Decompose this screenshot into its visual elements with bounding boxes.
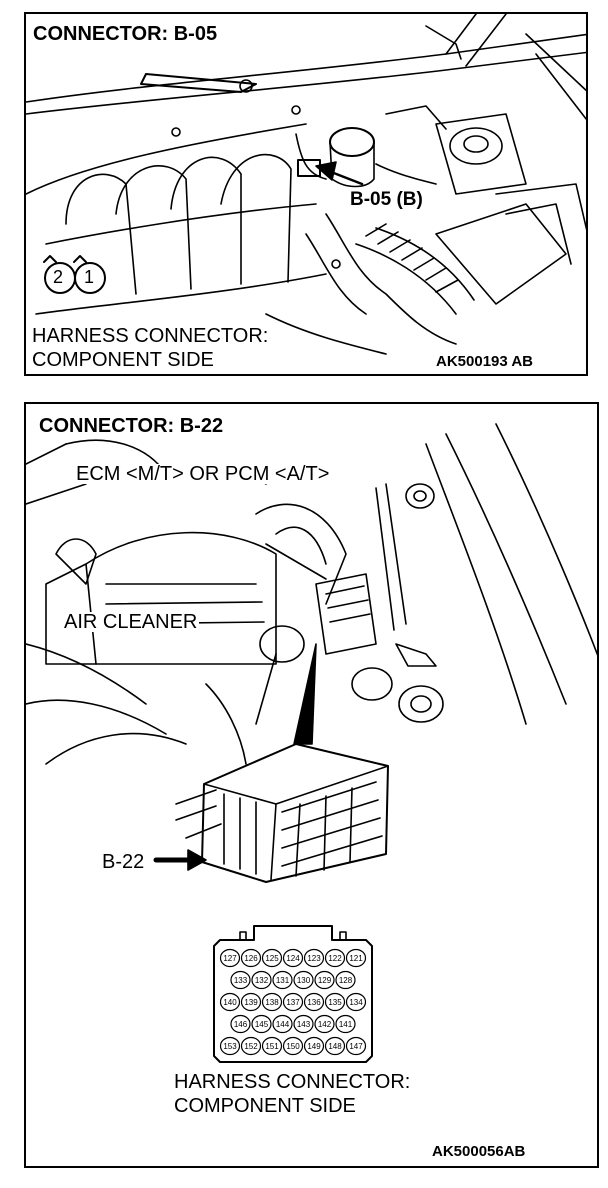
- pin-number: 138: [265, 998, 279, 1007]
- pin-circle: [240, 992, 262, 1012]
- pin-circle: [230, 1014, 251, 1034]
- air-cleaner-label: AIR CLEANER: [62, 611, 200, 633]
- harness-side-line1: HARNESS CONNECTOR:: [172, 1071, 413, 1093]
- pin-number: 148: [328, 1042, 342, 1051]
- pin-circle: [324, 948, 346, 968]
- pin-number: 128: [339, 976, 353, 985]
- pin-number: 126: [244, 954, 258, 963]
- b05-pin-label: 1: [84, 267, 95, 287]
- pin-number: 123: [307, 954, 321, 963]
- pin-circle: [219, 948, 241, 968]
- pin-circle: [282, 948, 304, 968]
- pin-number: 147: [349, 1042, 363, 1051]
- pin-number: 152: [244, 1042, 258, 1051]
- pin-number: 149: [307, 1042, 321, 1051]
- pin-circle: [282, 1036, 304, 1056]
- pin-circle: [303, 948, 325, 968]
- pin-number: 121: [349, 954, 363, 963]
- pin-circle: [303, 992, 325, 1012]
- pin-circle: [345, 1036, 367, 1056]
- pin-circle: [314, 970, 335, 990]
- pin-number: 129: [318, 976, 332, 985]
- pin-circle: [261, 948, 283, 968]
- b05-connector-face: 2 1: [40, 258, 110, 296]
- pin-number: 136: [307, 998, 321, 1007]
- figure-code: AK500056AB: [430, 1143, 528, 1160]
- pin-number: 127: [223, 954, 237, 963]
- pin-number: 132: [255, 976, 269, 985]
- pin-circle: [335, 970, 356, 990]
- pin-circle: [293, 1014, 314, 1034]
- pin-number: 143: [297, 1020, 311, 1029]
- pin-circle: [219, 1036, 241, 1056]
- pin-number: 139: [244, 998, 258, 1007]
- connector-b22-panel: 127 126 125 124 123 122 121 133 132 131 130 129 128 1…: [24, 402, 599, 1168]
- pin-number: 125: [265, 954, 279, 963]
- pin-circle: [261, 1036, 283, 1056]
- pin-number: 144: [276, 1020, 290, 1029]
- pin-number: 130: [297, 976, 311, 985]
- connector-title: CONNECTOR: B-22: [36, 416, 227, 436]
- pin-number: 140: [223, 998, 237, 1007]
- harness-side-line2: COMPONENT SIDE: [172, 1095, 358, 1117]
- pin-circle: [219, 992, 241, 1012]
- pin-number: 134: [349, 998, 363, 1007]
- pin-circle: [314, 1014, 335, 1034]
- pin-circle: [240, 948, 262, 968]
- connector-callout-label: B-05 (B): [348, 189, 425, 210]
- pin-circle: [345, 992, 367, 1012]
- pin-number: 146: [234, 1020, 248, 1029]
- harness-side-line1: HARNESS CONNECTOR:: [30, 325, 271, 347]
- pin-circle: [261, 992, 283, 1012]
- pin-number: 137: [286, 998, 300, 1007]
- harness-side-line2: COMPONENT SIDE: [30, 349, 216, 371]
- pin-number: 131: [276, 976, 290, 985]
- connector-callout-label: B-22: [100, 851, 147, 873]
- connector-b05-panel: 2 1 CONNECTOR: B-05 B-05 (B) HARNESS CON…: [24, 12, 588, 376]
- ecm-pcm-label: ECM <M/T> OR PCM <A/T>: [74, 463, 332, 485]
- engine-bay-illustration-b05: [26, 14, 586, 355]
- pin-circle: [324, 1036, 346, 1056]
- pin-circle: [240, 1036, 262, 1056]
- pin-number: 142: [318, 1020, 332, 1029]
- pin-circle: [230, 970, 251, 990]
- pin-number: 133: [234, 976, 248, 985]
- b22-connector-face: 127 126 125 124 123 122 121 133 132 131 130 129 128 1…: [214, 944, 372, 1060]
- figure-code: AK500193 AB: [434, 353, 535, 370]
- pin-circle: [345, 948, 367, 968]
- pin-circle: [303, 1036, 325, 1056]
- pin-number: 150: [286, 1042, 300, 1051]
- pin-number: 135: [328, 998, 342, 1007]
- connector-title: CONNECTOR: B-05: [30, 24, 221, 44]
- pin-number: 122: [328, 954, 342, 963]
- pin-number: 145: [255, 1020, 269, 1029]
- pin-number: 141: [339, 1020, 353, 1029]
- pin-number: 124: [286, 954, 300, 963]
- pin-circle: [272, 1014, 293, 1034]
- b05-pin-label: 2: [53, 267, 64, 287]
- pin-circle: [282, 992, 304, 1012]
- pin-number: 153: [223, 1042, 237, 1051]
- pin-circle: [324, 992, 346, 1012]
- pin-circle: [251, 1014, 272, 1034]
- pin-number: 151: [265, 1042, 279, 1051]
- pin-circle: [251, 970, 272, 990]
- pin-circle: [335, 1014, 356, 1034]
- pin-circle: [293, 970, 314, 990]
- pin-circle: [272, 970, 293, 990]
